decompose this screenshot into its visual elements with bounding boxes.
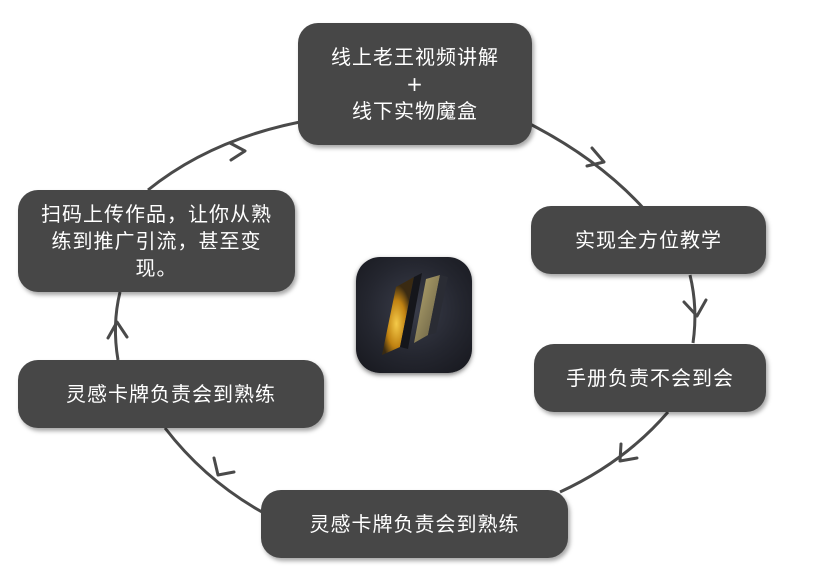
node-manual: 手册负责不会到会 [534, 344, 766, 412]
node-full-teaching: 实现全方位教学 [531, 206, 766, 274]
arrowhead-left-up [106, 320, 129, 340]
node-right-2-text: 手册负责不会到会 [566, 365, 734, 390]
arrowhead-top-right [585, 146, 606, 168]
arc-right1-to-right2 [688, 274, 697, 344]
node-online-offline: 线上老王视频讲解 + 线下实物魔盒 [298, 23, 532, 145]
arrowhead-right-down [682, 298, 708, 318]
arc-right2-to-bottom [559, 411, 670, 494]
node-inspiration-cards-bottom: 灵感卡牌负责会到熟练 [261, 490, 568, 558]
node-left-1-text: 扫码上传作品，让你从熟练到推广引流，甚至变现。 [41, 201, 272, 280]
arc-left1-to-top [147, 120, 301, 192]
node-bottom-text: 灵感卡牌负责会到熟练 [309, 511, 520, 536]
node-top-line-2: + [406, 71, 424, 96]
node-left-2-text: 灵感卡牌负责会到熟练 [66, 381, 276, 406]
arrowhead-lower-left [212, 456, 236, 477]
node-inspiration-cards-left: 灵感卡牌负责会到熟练 [18, 360, 324, 428]
node-top-line-3: 线下实物魔盒 [352, 98, 478, 123]
arrowhead-lower-right [618, 442, 639, 463]
node-right-1-text: 实现全方位教学 [575, 227, 722, 252]
arrowhead-upper-left [228, 141, 247, 162]
arc-bottom-to-left2 [163, 427, 263, 514]
node-scan-upload: 扫码上传作品，让你从熟练到推广引流，甚至变现。 [18, 190, 295, 292]
logo-graphic [382, 273, 448, 355]
node-top-line-1: 线上老王视频讲解 [331, 44, 499, 69]
lightning-bolt-logo-icon [356, 257, 472, 373]
